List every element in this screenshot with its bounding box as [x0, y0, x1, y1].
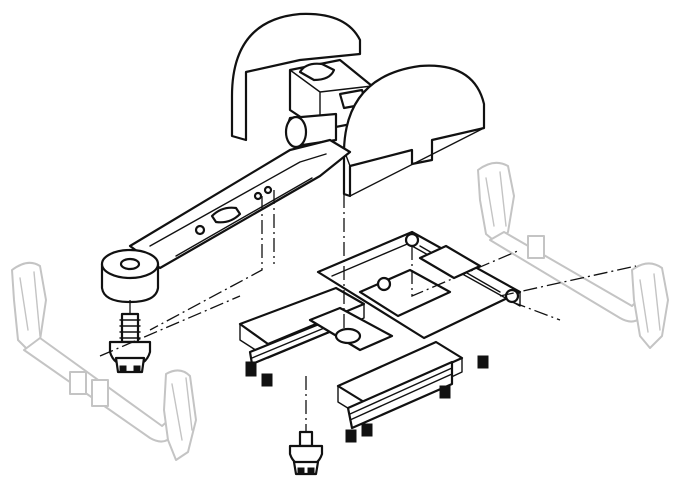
main-opening	[358, 268, 452, 318]
rear-arched-plate	[230, 12, 362, 142]
assembly-centerlines	[99, 170, 637, 432]
oblong-slot	[298, 62, 336, 82]
arm-slot	[210, 206, 242, 224]
lower-bolster-frame	[238, 230, 522, 443]
left-wheelset-ghost	[11, 261, 197, 461]
kingpin-pivot	[108, 312, 152, 374]
right-leaf-spring	[346, 360, 454, 430]
center-pin	[288, 430, 324, 476]
upper-frame	[230, 12, 486, 198]
front-arched-plate	[342, 64, 486, 198]
right-wheelset-ghost	[477, 161, 669, 349]
swing-arm	[100, 138, 352, 304]
